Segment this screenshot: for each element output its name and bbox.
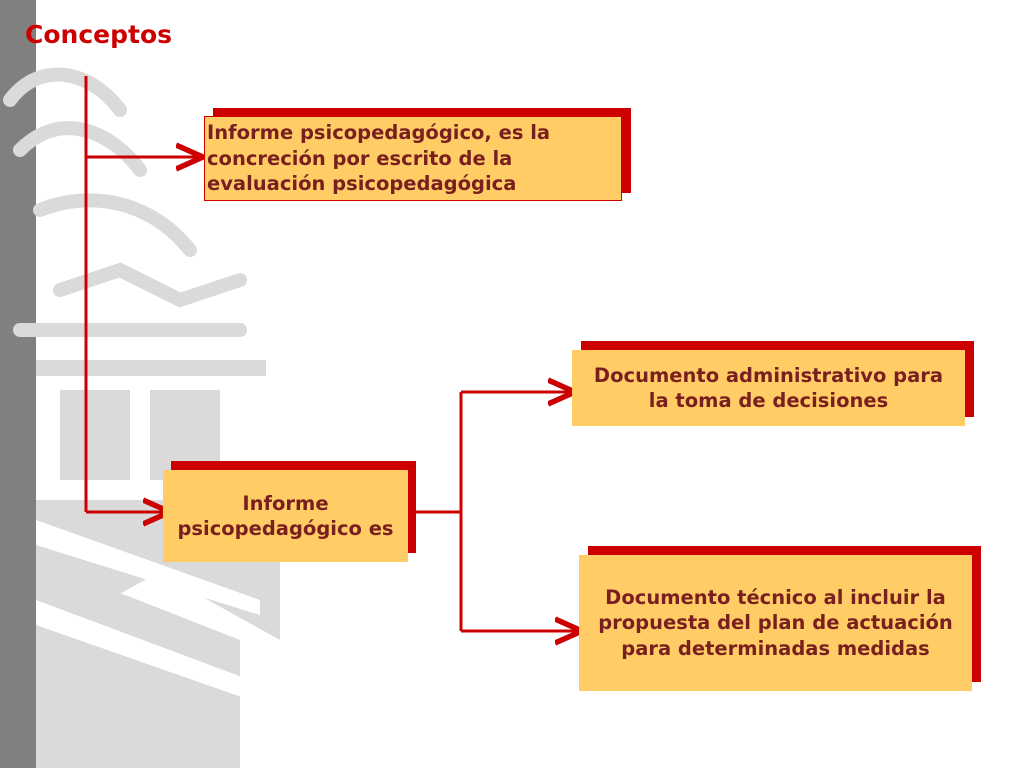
definition-text: Informe psicopedagógico, es la concreció…	[207, 121, 551, 196]
technical-text: Documento técnico al incluir la propuest…	[598, 585, 953, 660]
administrative-box: Documento administrativo para la toma de…	[572, 341, 974, 427]
slide-title: Conceptos	[25, 20, 172, 49]
definition-box: Informe psicopedagógico, es la concreció…	[204, 108, 632, 204]
administrative-text: Documento administrativo para la toma de…	[593, 363, 944, 412]
technical-box: Documento técnico al incluir la propuest…	[579, 546, 981, 692]
subject-text: Informe psicopedagógico es	[177, 491, 394, 540]
side-stripe	[0, 0, 36, 768]
subject-box: Informe psicopedagógico es	[163, 461, 417, 564]
